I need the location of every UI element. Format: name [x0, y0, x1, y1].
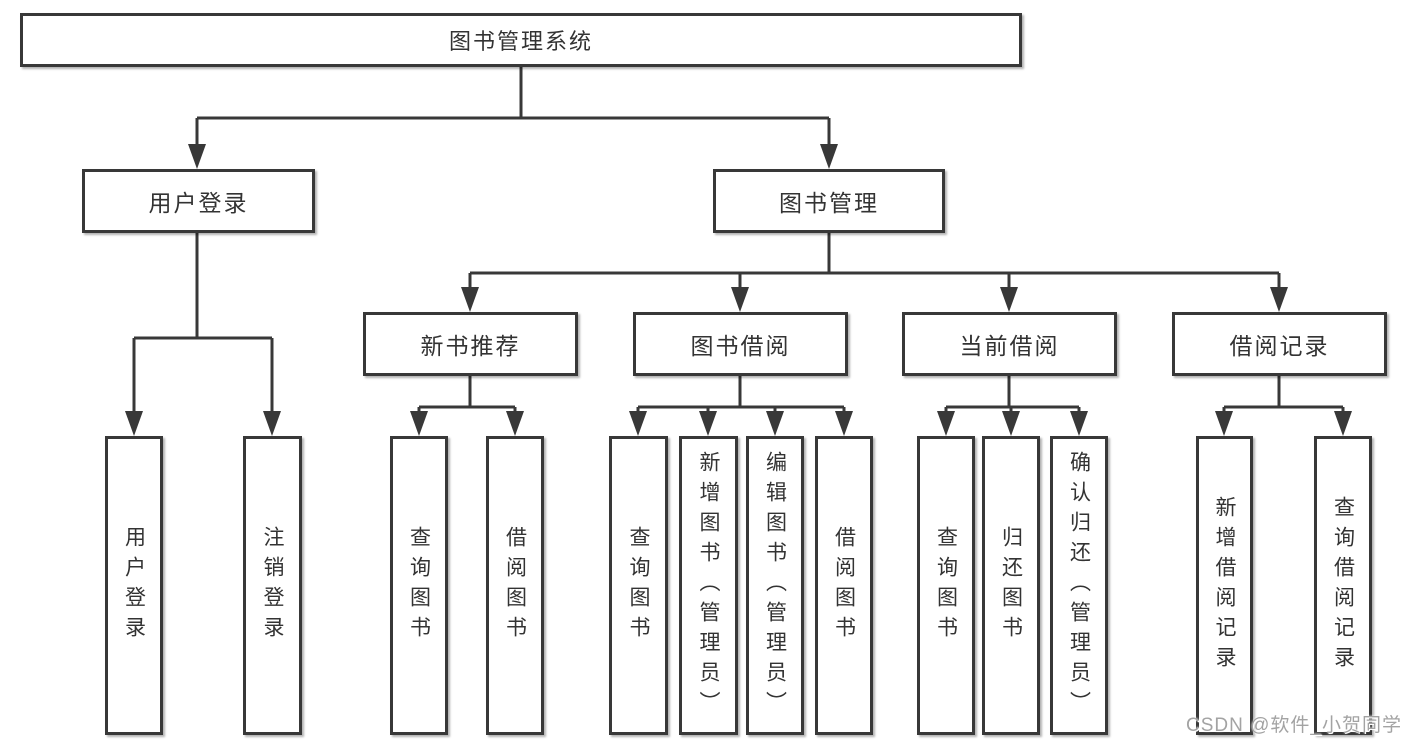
node-book-management: 图书管理 — [713, 169, 945, 233]
node-label: 用户登录 — [122, 525, 146, 646]
leaf-confirm-return-admin: 确认归还（管理员） — [1050, 436, 1108, 735]
node-label: 借阅图书 — [832, 525, 856, 646]
node-label: 用户登录 — [148, 190, 249, 216]
node-label: 借阅图书 — [503, 525, 527, 646]
node-label: 借阅记录 — [1229, 333, 1330, 359]
node-label: 图书管理 — [779, 190, 879, 216]
node-label: 新书推荐 — [420, 333, 521, 359]
leaf-query-books-3: 查询图书 — [917, 436, 975, 735]
leaf-query-borrow-record: 查询借阅记录 — [1314, 436, 1372, 735]
node-label: 归还图书 — [999, 525, 1023, 646]
node-label: 新增借阅记录 — [1213, 495, 1237, 676]
node-label: 图书借阅 — [690, 333, 791, 359]
watermark: CSDN @软件_小贺同学 — [1186, 715, 1402, 736]
node-label: 图书管理系统 — [448, 29, 593, 54]
leaf-return-books: 归还图书 — [982, 436, 1040, 735]
node-borrow-records: 借阅记录 — [1172, 312, 1387, 376]
node-label: 编辑图书（管理员） — [763, 450, 787, 721]
node-label: 查询图书 — [934, 525, 958, 646]
leaf-borrow-books-1: 借阅图书 — [486, 436, 544, 735]
leaf-query-books-2: 查询图书 — [609, 436, 668, 735]
leaf-user-login: 用户登录 — [105, 436, 163, 735]
node-label: 查询图书 — [407, 525, 431, 646]
leaf-logout: 注销登录 — [243, 436, 302, 735]
node-book-borrow: 图书借阅 — [633, 312, 848, 376]
node-label: 查询借阅记录 — [1331, 495, 1355, 676]
node-label: 当前借阅 — [959, 333, 1060, 359]
node-label: 注销登录 — [261, 525, 285, 646]
node-user-login: 用户登录 — [82, 169, 315, 233]
node-new-book-recommend: 新书推荐 — [363, 312, 578, 376]
node-label: 确认归还（管理员） — [1067, 450, 1091, 721]
leaf-edit-books-admin: 编辑图书（管理员） — [746, 436, 804, 735]
node-library-management-system: 图书管理系统 — [20, 13, 1022, 67]
node-label: 新增图书（管理员） — [697, 450, 721, 721]
leaf-add-books-admin: 新增图书（管理员） — [679, 436, 738, 735]
node-label: 查询图书 — [627, 525, 651, 646]
leaf-query-books-1: 查询图书 — [390, 436, 448, 735]
leaf-borrow-books-2: 借阅图书 — [815, 436, 873, 735]
leaf-add-borrow-record: 新增借阅记录 — [1196, 436, 1253, 735]
node-current-borrow: 当前借阅 — [902, 312, 1117, 376]
